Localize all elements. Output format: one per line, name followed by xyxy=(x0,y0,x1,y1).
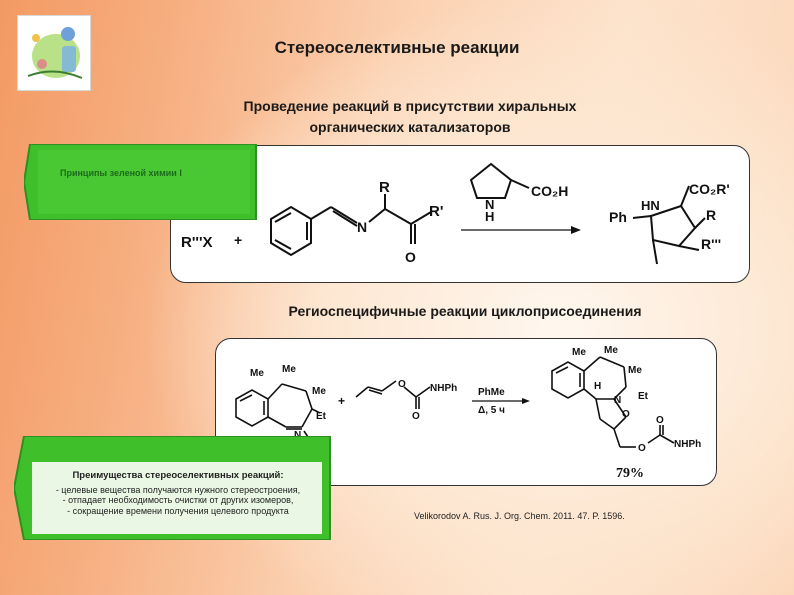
r2-p-n: N xyxy=(614,395,621,406)
imine-n: N xyxy=(357,219,367,235)
regio-title: Региоспецифичные реакции циклоприсоедине… xyxy=(288,303,642,319)
benzene-ring xyxy=(270,194,432,257)
r2-p-me2: Me xyxy=(604,345,618,356)
r2-cond-bottom: Δ, 5 ч xyxy=(478,405,505,416)
plus-sign: + xyxy=(234,232,242,248)
r2-me1: Me xyxy=(250,368,264,379)
green-banner xyxy=(24,144,257,220)
r2-et: Et xyxy=(316,411,327,422)
logo xyxy=(17,15,91,91)
catalyst-n: N xyxy=(485,197,494,212)
r2-me2: Me xyxy=(282,364,296,375)
product-r: R xyxy=(706,207,716,223)
r2-yield: 79% xyxy=(616,466,644,481)
r2-o-carb: O xyxy=(398,379,406,390)
green-banner-label: Принципы зеленой химии I xyxy=(60,168,182,178)
proline-ring xyxy=(469,162,530,199)
reference: Velikorodov A. Rus. J. Org. Chem. 2011. … xyxy=(414,511,625,521)
reagent-label: R'''X xyxy=(181,234,213,251)
slide-subtitle: Проведение реакций в присутствии хиральн… xyxy=(150,96,670,138)
substituent-rp: R' xyxy=(429,203,443,220)
substituent-r: R xyxy=(379,179,390,196)
product-ring xyxy=(632,185,706,265)
subtitle-line1: Проведение реакций в присутствии хиральн… xyxy=(243,98,577,114)
catalyst-co2h: CO₂H xyxy=(531,183,568,199)
advantages-text: Преимущества стереоселективных реакций: … xyxy=(28,470,328,516)
r2-arrow xyxy=(472,398,530,404)
r2-o-carbonyl: O xyxy=(412,411,420,422)
product-r3: R''' xyxy=(701,236,721,252)
advantages-banner xyxy=(14,436,331,540)
reaction-box-1: R'''X + N R R' O N H CO₂H xyxy=(170,145,750,283)
r2-p-me3: Me xyxy=(628,365,642,376)
reaction-arrow xyxy=(461,226,581,234)
carbonyl-o: O xyxy=(405,249,416,265)
reaction-box-2: Me Me Me Et N O + O NHPh O PhMe Δ, 5 ч xyxy=(215,338,717,486)
advantage-item: - отпадает необходимость очистки от друг… xyxy=(62,495,294,505)
r2-me3: Me xyxy=(312,386,326,397)
product-hn: HN xyxy=(641,198,660,213)
allyl-carbamate xyxy=(355,380,431,409)
r2-p-o2: O xyxy=(638,443,646,454)
advantage-item: - целевые вещества получаются нужного ст… xyxy=(55,484,301,495)
r2-p-me1: Me xyxy=(572,347,586,358)
subtitle-line2: органических катализаторов xyxy=(309,119,511,135)
r2-p-et: Et xyxy=(638,391,649,402)
r2-p-h: H xyxy=(594,381,601,392)
catalyst-h: H xyxy=(485,209,494,224)
product-polycycle xyxy=(551,356,675,448)
r2-plus: + xyxy=(338,394,345,408)
r2-nhph: NHPh xyxy=(430,383,457,394)
benzazepine-ring xyxy=(235,383,321,438)
slide-title: Стереоселективные реакции xyxy=(274,38,520,57)
r2-p-o3: O xyxy=(656,415,664,426)
product-co2r: CO₂R' xyxy=(689,181,730,197)
advantages-title: Преимущества стереоселективных реакций: xyxy=(72,470,284,481)
r2-p-nhph: NHPh xyxy=(674,439,701,450)
product-ph: Ph xyxy=(609,209,627,225)
r2-cond-top: PhMe xyxy=(478,387,505,398)
r2-p-o: O xyxy=(622,409,630,420)
advantage-item: - сокращение времени получения целевого … xyxy=(67,505,289,516)
